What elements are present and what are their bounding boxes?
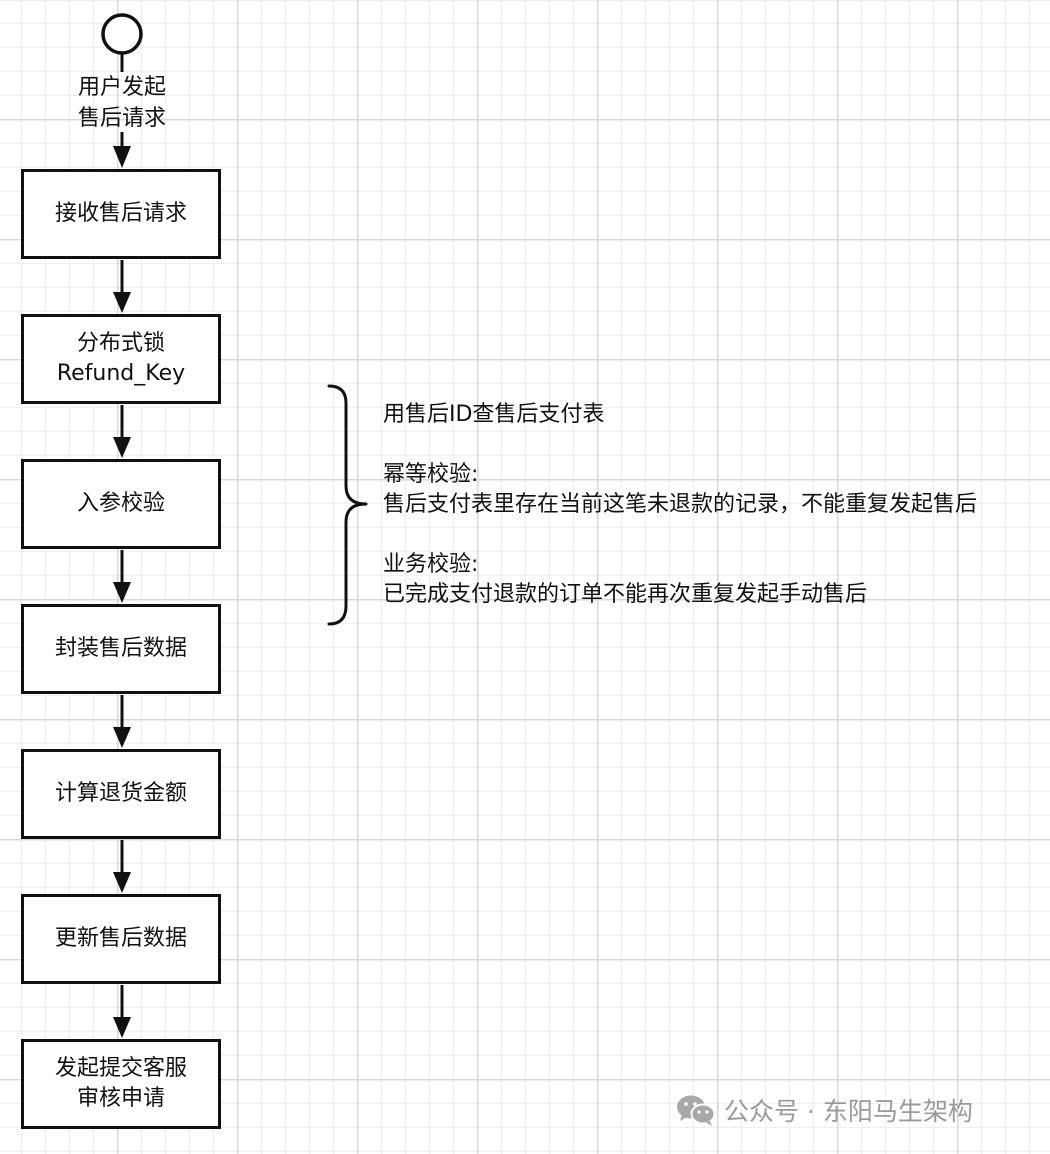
arrowhead xyxy=(113,292,131,313)
start-node-circle xyxy=(101,13,143,55)
arrowhead xyxy=(113,872,131,893)
watermark: 公众号 · 东阳马生架构 xyxy=(676,1090,973,1130)
step-label: 接收售后请求 xyxy=(54,201,187,226)
note-business-desc: 已完成支付退款的订单不能再次重复发起手动售后 xyxy=(383,582,868,607)
step-label: 审核申请 xyxy=(76,1086,165,1111)
step-calc-refund-amount: 计算退货金额 xyxy=(21,749,221,839)
start-label-line: 售后请求 xyxy=(77,106,166,131)
note-idempotent-desc: 售后支付表里存在当前这笔未退款的记录，不能重复发起售后 xyxy=(383,492,978,517)
step-distributed-lock: 分布式锁 Refund_Key xyxy=(21,314,221,404)
curly-brace xyxy=(327,384,368,626)
watermark-text: 公众号 · 东阳马生架构 xyxy=(724,1097,973,1126)
step-update-data: 更新售后数据 xyxy=(21,894,221,984)
step-label: 分布式锁 xyxy=(76,331,165,356)
step-receive-request: 接收售后请求 xyxy=(21,169,221,259)
note-idempotent-title: 幂等校验: xyxy=(383,462,479,487)
step-package-data: 封装售后数据 xyxy=(21,604,221,694)
step-label: 更新售后数据 xyxy=(54,926,187,951)
wechat-icon xyxy=(677,1095,716,1126)
step-label: Refund_Key xyxy=(56,361,186,386)
arrowhead xyxy=(113,146,131,168)
start-label: 用户发起 售后请求 xyxy=(24,72,220,134)
note-query-table: 用售后ID查售后支付表 xyxy=(383,402,605,427)
step-label: 封装售后数据 xyxy=(54,636,187,661)
note-business-title: 业务校验: xyxy=(383,552,479,577)
arrowhead xyxy=(113,1017,131,1038)
step-label: 发起提交客服 xyxy=(54,1056,187,1081)
start-label-line: 用户发起 xyxy=(77,75,166,100)
step-param-validation: 入参校验 xyxy=(21,459,221,549)
arrowhead xyxy=(113,727,131,748)
arrowhead xyxy=(113,437,131,458)
step-label: 入参校验 xyxy=(76,491,165,516)
arrowhead xyxy=(113,582,131,603)
step-submit-review: 发起提交客服 审核申请 xyxy=(21,1039,221,1129)
step-label: 计算退货金额 xyxy=(54,781,187,806)
